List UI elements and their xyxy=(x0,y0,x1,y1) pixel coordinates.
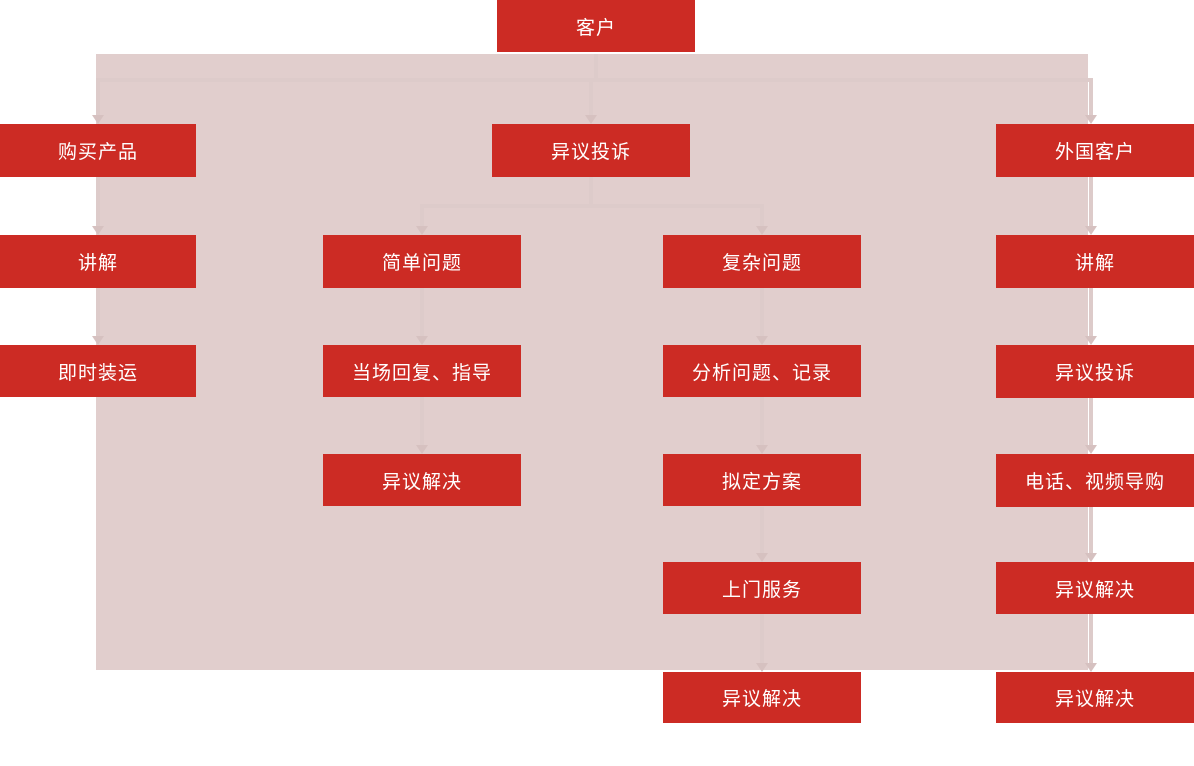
connector-arrowhead xyxy=(1085,226,1097,235)
node-door-to-door-service: 上门服务 xyxy=(663,562,861,614)
connector-arrowhead xyxy=(92,115,104,124)
connector-top-distribution xyxy=(96,78,1093,82)
connector-midright-2 xyxy=(760,397,764,445)
connector-drop-right xyxy=(1089,78,1093,115)
connector-branch xyxy=(420,204,764,208)
connector-right-1 xyxy=(1089,177,1093,226)
node-objection-resolution-right-upper: 异议解决 xyxy=(996,562,1194,614)
connector-right-2 xyxy=(1089,288,1093,336)
connector-drop-center xyxy=(589,80,593,115)
connector-arrowhead xyxy=(756,336,768,345)
node-phone-video-shopping-guide: 电话、视频导购 xyxy=(996,454,1194,507)
node-objection-resolution-mid-left: 异议解决 xyxy=(323,454,521,506)
connector-right-4 xyxy=(1089,507,1093,553)
connector-midright-4 xyxy=(760,614,764,663)
node-objection-complaint-right: 异议投诉 xyxy=(996,345,1194,398)
connector-midleft-1 xyxy=(420,288,424,336)
connector-arrowhead xyxy=(756,445,768,454)
node-immediate-shipment: 即时装运 xyxy=(0,345,196,397)
node-foreign-customer: 外国客户 xyxy=(996,124,1194,177)
connector-branch-drop-complex xyxy=(760,208,764,226)
node-objection-resolution-right-lower: 异议解决 xyxy=(996,672,1194,723)
node-draft-plan: 拟定方案 xyxy=(663,454,861,506)
connector-left-1 xyxy=(96,177,100,226)
connector-arrowhead xyxy=(416,445,428,454)
connector-midleft-2 xyxy=(420,397,424,445)
connector-arrowhead xyxy=(92,336,104,345)
node-objection-complaint-center: 异议投诉 xyxy=(492,124,690,177)
connector-arrowhead xyxy=(756,226,768,235)
connector-midright-3 xyxy=(760,507,764,553)
connector-complaint-stub xyxy=(589,177,593,206)
connector-arrowhead xyxy=(756,553,768,562)
node-analyze-problem-record: 分析问题、记录 xyxy=(663,345,861,397)
node-objection-resolution-mid-right: 异议解决 xyxy=(663,672,861,723)
node-purchase-product: 购买产品 xyxy=(0,124,196,177)
node-onsite-reply-guidance: 当场回复、指导 xyxy=(323,345,521,397)
connector-arrowhead xyxy=(756,663,768,672)
node-complex-problem: 复杂问题 xyxy=(663,235,861,288)
connector-drop-left xyxy=(96,80,100,115)
connector-arrowhead xyxy=(1085,553,1097,562)
node-customer: 客户 xyxy=(497,0,695,52)
connector-arrowhead xyxy=(416,336,428,345)
connector-left-2 xyxy=(96,288,100,336)
node-explain-left: 讲解 xyxy=(0,235,196,288)
connector-right-5 xyxy=(1089,614,1093,663)
connector-customer-stub xyxy=(594,54,598,80)
node-explain-right: 讲解 xyxy=(996,235,1194,288)
connector-arrowhead xyxy=(1085,445,1097,454)
connector-arrowhead xyxy=(1085,663,1097,672)
connector-right-3 xyxy=(1089,398,1093,445)
connector-arrowhead xyxy=(416,226,428,235)
node-simple-problem: 简单问题 xyxy=(323,235,521,288)
connector-midright-1 xyxy=(760,288,764,336)
connector-arrowhead xyxy=(1085,115,1097,124)
connector-arrowhead xyxy=(585,115,597,124)
connector-branch-drop-simple xyxy=(420,208,424,226)
connector-arrowhead xyxy=(1085,336,1097,345)
connector-arrowhead xyxy=(92,226,104,235)
